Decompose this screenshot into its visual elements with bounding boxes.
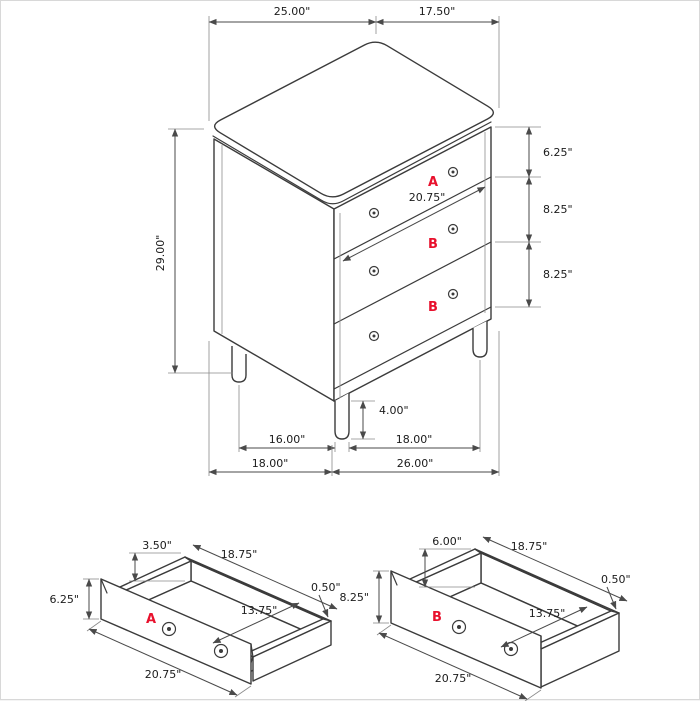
dim-drawer-heights: 6.25" 8.25" 8.25" — [495, 126, 573, 308]
a-wall-thickness-dim: 0.50" — [311, 581, 341, 594]
dim-b-overall-width: 20.75" — [376, 624, 542, 701]
dim-a-back-height: 3.50" — [129, 539, 185, 582]
a-overall-width-dim: 20.75" — [145, 668, 182, 681]
dim-b-interior-width: 18.75" — [482, 536, 628, 602]
overall-height-dim: 29.00" — [154, 235, 167, 272]
drawer-b-detail-label: B — [432, 610, 442, 625]
left-leg — [231, 346, 247, 383]
knob-icon — [368, 265, 380, 277]
dim-overall-width: 26.00" — [331, 331, 500, 476]
drawer-b2-label: B — [428, 300, 438, 315]
top-width-dim: 25.00" — [274, 5, 311, 18]
drawer-a-label: A — [428, 175, 438, 190]
b-interior-depth-dim: 13.75" — [529, 607, 566, 620]
knob-icon — [447, 166, 459, 178]
dim-a-overall-width: 20.75" — [86, 620, 252, 698]
dim-b-wall-thickness: 0.50" — [601, 573, 631, 610]
knob-icon — [368, 330, 380, 342]
dim-drawer-width: 20.75" — [342, 186, 486, 262]
a-interior-width-dim: 18.75" — [221, 548, 258, 561]
dim-b-back-height: 6.00" — [419, 535, 475, 588]
drawer-b2-height-dim: 8.25" — [543, 268, 573, 281]
drawer-a-detail-label: A — [146, 612, 156, 627]
front-leg — [334, 393, 350, 440]
drawer-b-detail-view: B 8.25" 6.00" 18.75" 0.50" 13.75" — [339, 535, 631, 701]
dim-b-front-height: 8.25" — [339, 570, 389, 624]
knob-icon — [447, 223, 459, 235]
drawer-width-dim: 20.75" — [409, 191, 446, 204]
leg-span-width-dim: 18.00" — [396, 433, 433, 446]
b-overall-width-dim: 20.75" — [435, 672, 472, 685]
dim-overall-depth: 18.00" — [208, 341, 333, 476]
dim-leg-span-depth: 16.00" — [238, 385, 336, 452]
dim-a-interior-width: 18.75" — [192, 544, 338, 610]
drawer-a-detail-view: A 6.25" 3.50" 18.75" 0.50" 13.75" — [49, 539, 341, 698]
overall-width-dim: 26.00" — [397, 457, 434, 470]
dim-a-wall-thickness: 0.50" — [311, 581, 341, 618]
b-wall-thickness-dim: 0.50" — [601, 573, 631, 586]
drawer-a-right-wall-outer — [252, 620, 332, 682]
dim-a-front-height: 6.25" — [49, 578, 99, 620]
knob-icon — [451, 619, 467, 635]
right-leg — [472, 321, 488, 358]
leg-span-depth-dim: 16.00" — [269, 433, 306, 446]
dim-overall-height: 29.00" — [154, 128, 233, 374]
dim-leg-span-width: 18.00" — [348, 360, 481, 452]
leg-height-dim: 4.00" — [379, 404, 409, 417]
knob-icon — [161, 621, 177, 637]
b-back-height-dim: 6.00" — [432, 535, 462, 548]
top-depth-dim: 17.50" — [419, 5, 456, 18]
knob-icon — [447, 288, 459, 300]
a-back-height-dim: 3.50" — [142, 539, 172, 552]
dim-leg-height: 4.00" — [351, 400, 409, 440]
knob-icon — [368, 207, 380, 219]
b-interior-width-dim: 18.75" — [511, 540, 548, 553]
b-front-height-dim: 8.25" — [339, 591, 369, 604]
chest-top-panel — [213, 41, 495, 198]
chest-legs — [231, 321, 488, 440]
dim-top-depth: 17.50" — [375, 5, 500, 108]
overall-depth-dim: 18.00" — [252, 457, 289, 470]
dim-top-width: 25.00" — [208, 5, 377, 121]
chest-isometric-view: A B B — [212, 41, 495, 440]
a-front-height-dim: 6.25" — [49, 593, 79, 606]
a-interior-depth-dim: 13.75" — [241, 604, 278, 617]
drawer-a-height-dim: 6.25" — [543, 146, 573, 159]
knob-icon — [213, 643, 229, 659]
drawer-b1-label: B — [428, 237, 438, 252]
drawer-b1-height-dim: 8.25" — [543, 203, 573, 216]
